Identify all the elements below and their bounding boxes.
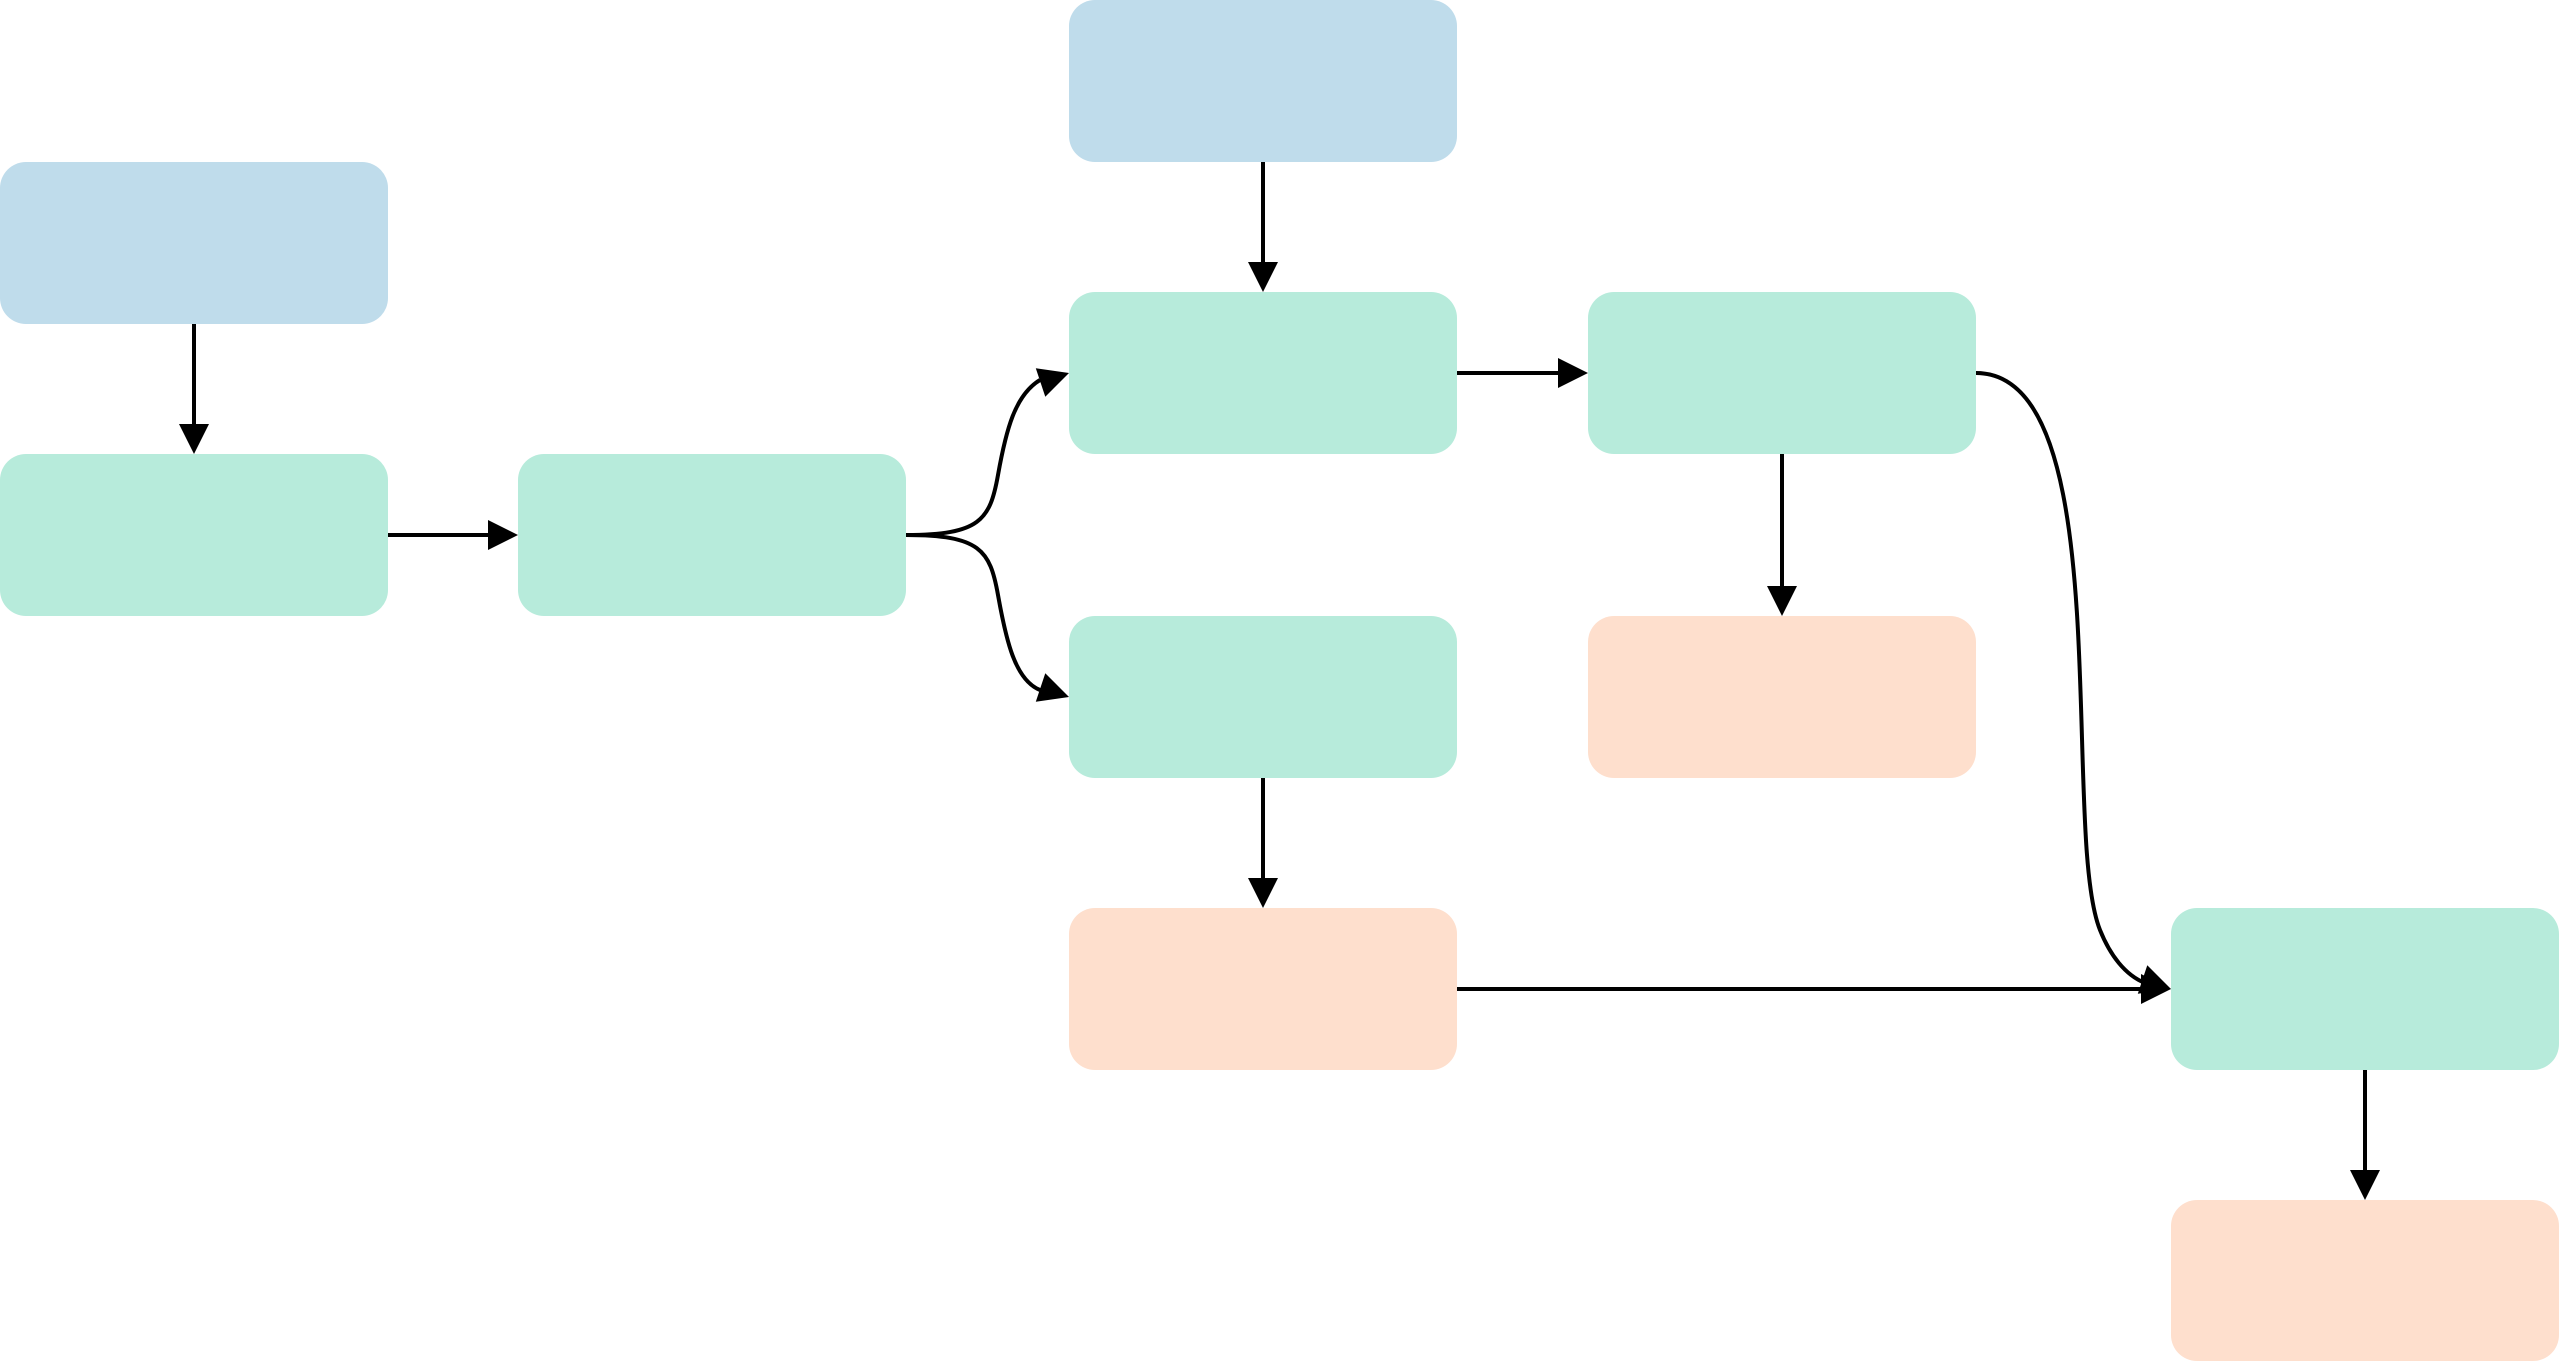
flow-node-output[interactable] — [1069, 908, 1457, 1070]
flow-node-process[interactable] — [0, 454, 388, 616]
flow-node-process[interactable] — [1069, 616, 1457, 778]
flow-node-process[interactable] — [2171, 908, 2559, 1070]
arrowhead-icon — [1035, 673, 1069, 702]
connector-line — [905, 533, 1041, 692]
flow-edge — [388, 520, 518, 550]
flow-edge — [2350, 1070, 2380, 1200]
flow-edge — [905, 533, 1069, 702]
flow-edge — [1248, 778, 1278, 908]
flow-edge — [1248, 162, 1278, 292]
arrowhead-icon — [1035, 368, 1069, 397]
flow-node-input[interactable] — [1069, 0, 1457, 162]
flow-node-input[interactable] — [0, 162, 388, 324]
flow-edge — [905, 368, 1069, 537]
flow-edge — [1767, 454, 1797, 616]
arrowhead-icon — [2141, 974, 2171, 1004]
flow-edge — [179, 324, 209, 454]
arrowhead-icon — [488, 520, 518, 550]
connector-line — [905, 378, 1042, 537]
flow-node-process[interactable] — [518, 454, 906, 616]
flow-edge — [1975, 371, 2171, 994]
arrowhead-icon — [1558, 358, 1588, 388]
arrowhead-icon — [1767, 586, 1797, 616]
flow-node-output[interactable] — [2171, 1200, 2559, 1361]
arrowhead-icon — [1248, 878, 1278, 908]
arrowhead-icon — [2350, 1170, 2380, 1200]
flow-node-process[interactable] — [1588, 292, 1976, 454]
arrowhead-icon — [1248, 262, 1278, 292]
arrowhead-icon — [179, 424, 209, 454]
flow-node-output[interactable] — [1588, 616, 1976, 778]
flow-edge — [1457, 974, 2171, 1004]
flow-node-process[interactable] — [1069, 292, 1457, 454]
flow-edge — [1457, 358, 1588, 388]
arrowhead-icon — [2137, 965, 2171, 994]
connector-line — [1975, 371, 2146, 985]
